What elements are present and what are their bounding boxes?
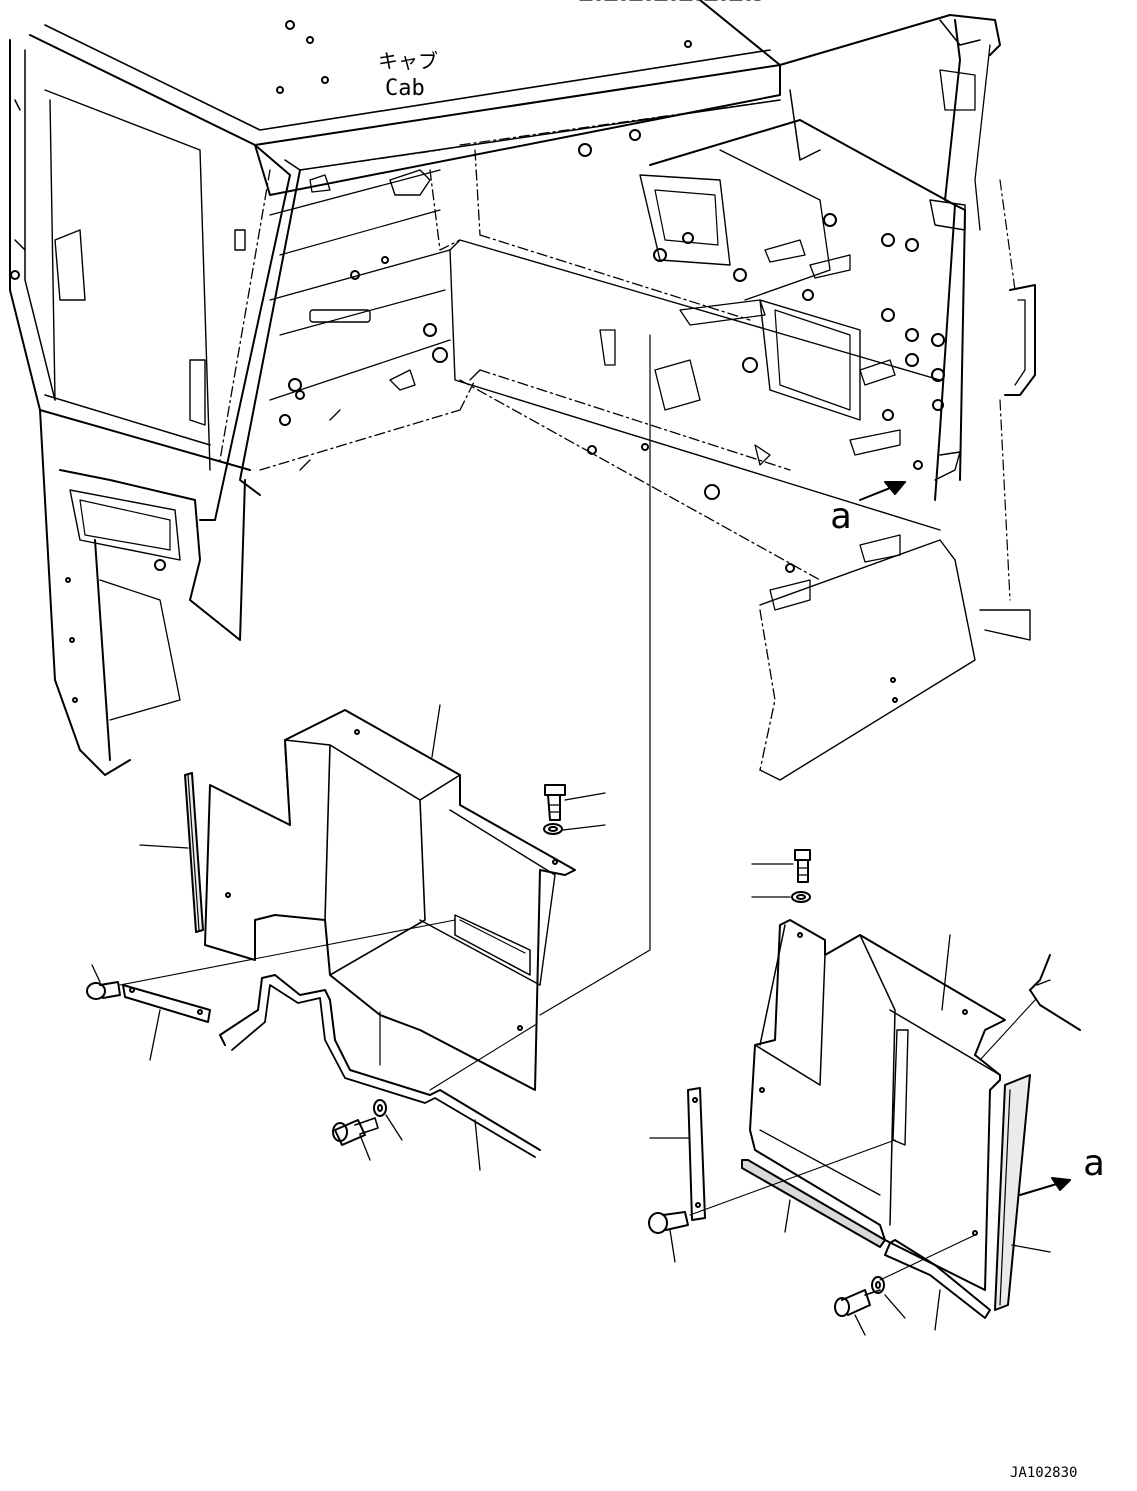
view-marker-top-label: a xyxy=(830,496,852,537)
cab-label-english: Cab xyxy=(385,76,425,101)
leader-line-connector xyxy=(539,334,651,1016)
view-marker-bottom-label: a xyxy=(1083,1143,1105,1184)
cab-frame xyxy=(9,0,1036,781)
cab-label-japanese: キャブ xyxy=(378,49,438,73)
left-cover-assembly xyxy=(86,704,606,1171)
view-arrow-top xyxy=(859,481,906,501)
drawing-number: JA102830 xyxy=(1010,1465,1077,1481)
right-cover-assembly xyxy=(648,849,1081,1336)
